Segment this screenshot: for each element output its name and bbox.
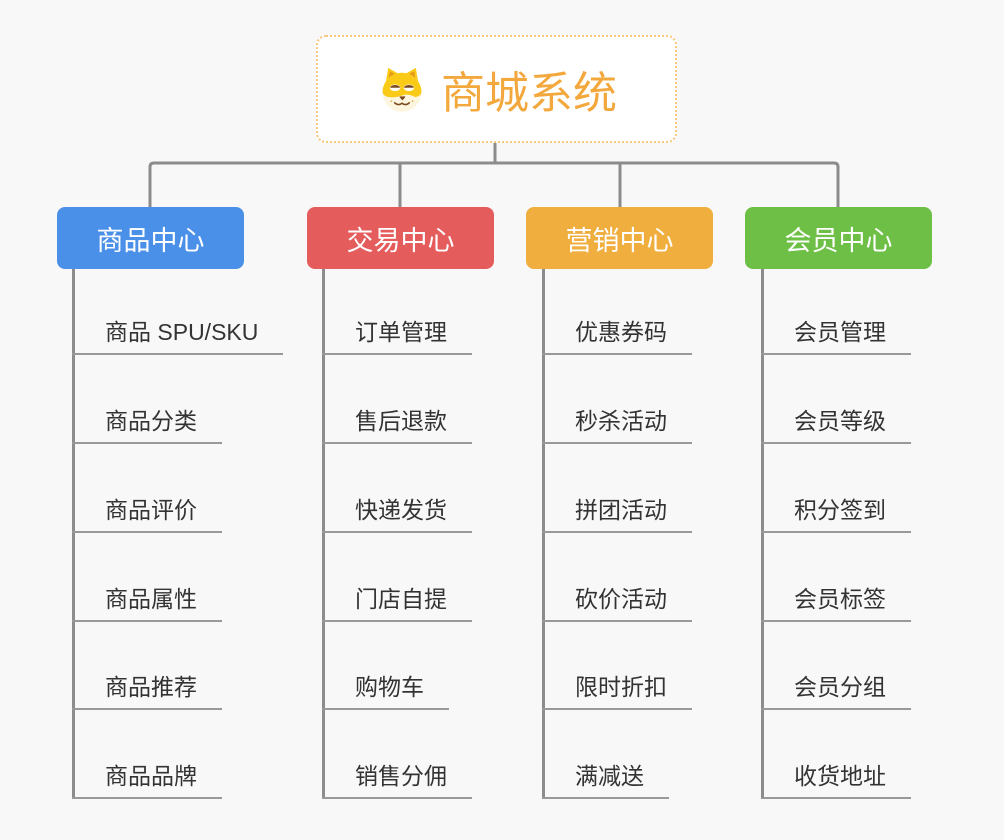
leaf-node[interactable]: 门店自提: [322, 580, 472, 622]
branch-label: 交易中心: [346, 225, 455, 256]
leaf-label: 秒杀活动: [575, 408, 667, 434]
dog-face-icon: [382, 67, 422, 112]
root-node[interactable]: 商城系统: [316, 35, 677, 143]
branch-node-marketing-center[interactable]: 营销中心: [526, 207, 713, 269]
leaf-node[interactable]: 会员等级: [761, 402, 911, 444]
leaf-label: 快递发货: [355, 497, 447, 523]
leaf-label: 收货地址: [794, 763, 886, 789]
leaf-node[interactable]: 销售分佣: [322, 757, 472, 799]
leaf-label: 会员标签: [794, 586, 886, 612]
leaf-node[interactable]: 商品属性: [72, 580, 222, 622]
leaf-label: 订单管理: [355, 319, 447, 345]
leaf-node[interactable]: 收货地址: [761, 757, 911, 799]
leaf-label: 销售分佣: [355, 763, 447, 789]
leaf-label: 会员等级: [794, 408, 886, 434]
leaf-node[interactable]: 积分签到: [761, 491, 911, 533]
leaf-node[interactable]: 会员管理: [761, 313, 911, 355]
leaf-label: 砍价活动: [575, 586, 667, 612]
leaf-label: 优惠券码: [575, 319, 667, 345]
branch-column-marketing: 优惠券码 秒杀活动 拼团活动 砍价活动 限时折扣 满减送: [542, 269, 785, 799]
leaf-node[interactable]: 会员分组: [761, 668, 911, 710]
leaf-node[interactable]: 会员标签: [761, 580, 911, 622]
branch-column-member: 会员管理 会员等级 积分签到 会员标签 会员分组 收货地址: [761, 269, 1004, 799]
leaf-node[interactable]: 订单管理: [322, 313, 472, 355]
leaf-label: 会员管理: [794, 319, 886, 345]
leaf-label: 商品评价: [105, 497, 197, 523]
leaf-label: 积分签到: [794, 497, 886, 523]
leaf-node[interactable]: 优惠券码: [542, 313, 692, 355]
branch-label: 商品中心: [96, 225, 205, 256]
leaf-node[interactable]: 商品品牌: [72, 757, 222, 799]
leaf-label: 商品属性: [105, 586, 197, 612]
branch-column-trade: 订单管理 售后退款 快递发货 门店自提 购物车 销售分佣: [322, 269, 565, 799]
leaf-node[interactable]: 满减送: [542, 757, 669, 799]
leaf-node[interactable]: 商品评价: [72, 491, 222, 533]
leaf-node[interactable]: 购物车: [322, 668, 449, 710]
leaf-node[interactable]: 商品分类: [72, 402, 222, 444]
leaf-label: 满减送: [575, 763, 644, 789]
leaf-node[interactable]: 商品推荐: [72, 668, 222, 710]
leaf-node[interactable]: 商品 SPU/SKU: [72, 313, 284, 355]
branch-label: 会员中心: [784, 225, 893, 256]
leaf-label: 售后退款: [355, 408, 447, 434]
leaf-label: 购物车: [355, 674, 424, 700]
leaf-node[interactable]: 快递发货: [322, 491, 472, 533]
leaf-label: 拼团活动: [575, 497, 667, 523]
leaf-node[interactable]: 秒杀活动: [542, 402, 692, 444]
leaf-label: 门店自提: [355, 586, 447, 612]
branch-node-product-center[interactable]: 商品中心: [57, 207, 244, 269]
leaf-node[interactable]: 限时折扣: [542, 668, 692, 710]
leaf-node[interactable]: 售后退款: [322, 402, 472, 444]
root-title: 商城系统: [441, 69, 617, 118]
leaf-label: 商品 SPU/SKU: [105, 319, 259, 345]
leaf-label: 商品分类: [105, 408, 197, 434]
branch-column-product: 商品 SPU/SKU 商品分类 商品评价 商品属性 商品推荐 商品品牌: [72, 269, 315, 799]
leaf-label: 限时折扣: [575, 674, 667, 700]
leaf-label: 会员分组: [794, 674, 886, 700]
leaf-label: 商品品牌: [105, 763, 197, 789]
leaf-label: 商品推荐: [105, 674, 197, 700]
branch-label: 营销中心: [565, 225, 674, 256]
branch-node-member-center[interactable]: 会员中心: [745, 207, 932, 269]
leaf-node[interactable]: 拼团活动: [542, 491, 692, 533]
branch-node-trade-center[interactable]: 交易中心: [307, 207, 494, 269]
leaf-node[interactable]: 砍价活动: [542, 580, 692, 622]
